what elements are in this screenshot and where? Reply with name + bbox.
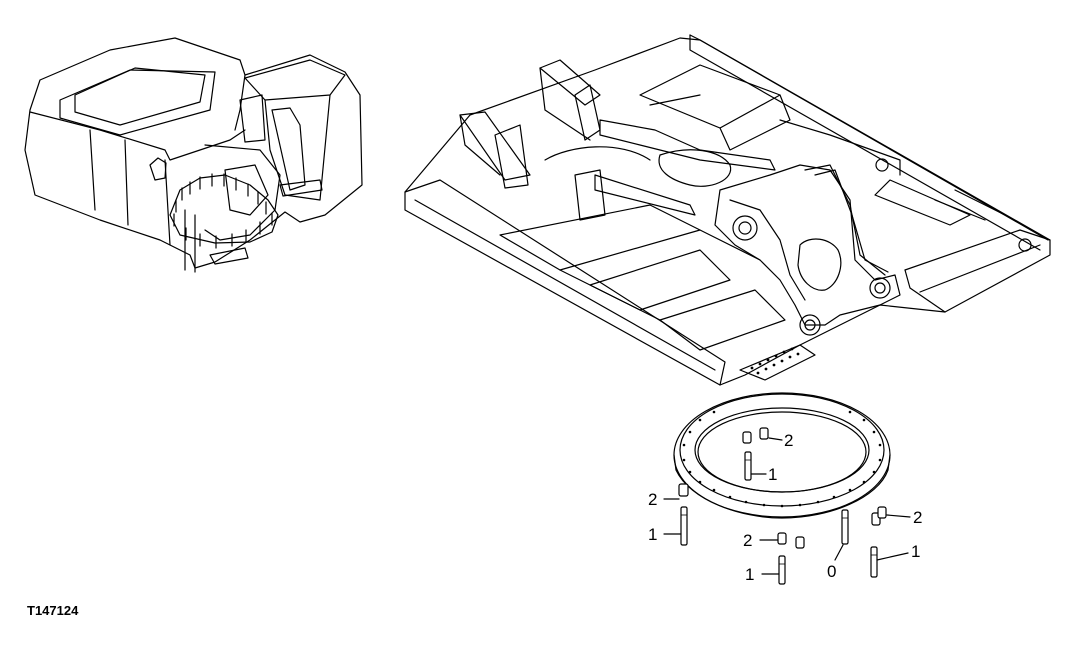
callout-washer-mid: 2 — [743, 531, 752, 550]
bolt-left — [680, 506, 688, 546]
figure-id-label: T147124 — [27, 603, 79, 618]
bolt-zero — [841, 509, 849, 545]
swing-bearing-ring-illustration — [673, 392, 891, 519]
callout-bolt-left: 1 — [648, 525, 657, 544]
callout-washer-right: 2 — [913, 508, 922, 527]
bolt-top — [744, 451, 752, 481]
callout-bolt-right: 1 — [911, 542, 920, 561]
callout-bolt-top: 1 — [768, 465, 777, 484]
washer-mid — [777, 532, 805, 549]
bolt-mid — [778, 555, 786, 585]
step-plate-holes-icon — [750, 347, 800, 375]
slew-bolt-row-icon — [173, 173, 273, 249]
callout-washer-top: 2 — [784, 431, 793, 450]
upper-frame-illustration — [404, 34, 1051, 386]
callout-washer-left: 2 — [648, 490, 657, 509]
excavator-overview-illustration — [24, 37, 363, 273]
bearing-mounting-holes-icon — [682, 410, 882, 508]
washer-right — [871, 506, 887, 526]
bolt-right — [870, 546, 878, 578]
washer-left — [678, 483, 689, 497]
leader-lines — [663, 437, 911, 575]
callout-bolt-zero: 0 — [827, 562, 836, 581]
callout-bolt-mid: 1 — [745, 565, 754, 584]
washer-top — [742, 427, 769, 444]
